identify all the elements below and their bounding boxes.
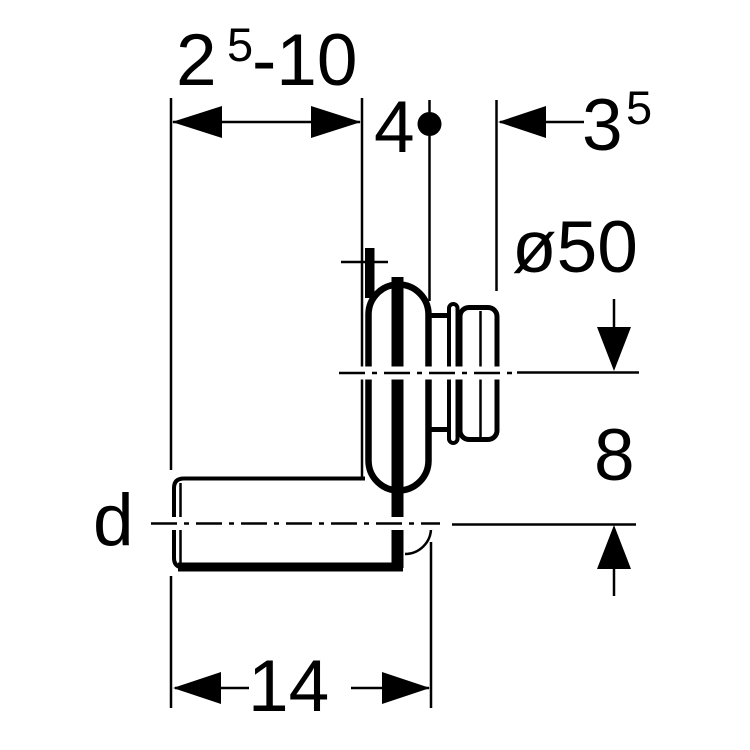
arrowhead-14-right xyxy=(382,672,430,704)
dimension-labels: 2 5 -10 4 3 5 ø50 8 d 14 xyxy=(93,18,652,727)
centerlines xyxy=(151,371,639,526)
dim-d-label: d xyxy=(93,480,134,561)
arrowhead-right-top-span xyxy=(311,106,361,138)
arrowhead-35 xyxy=(498,106,546,138)
dim-top-span-suffix-label: -10 xyxy=(252,20,358,101)
dim-diameter-50-label: ø50 xyxy=(512,207,638,288)
internal-baffle xyxy=(391,277,404,568)
dim-top-span-main-label: 2 xyxy=(176,20,217,101)
elbow-curve xyxy=(404,527,433,556)
cross-mark-vertical xyxy=(365,248,375,298)
arrowhead-14-left xyxy=(173,672,221,704)
arrowheads xyxy=(172,106,631,704)
dim-35-main-label: 3 xyxy=(582,85,623,166)
dimension-dot xyxy=(417,112,442,136)
fitting-geometry xyxy=(172,98,500,572)
dim-35-superscript: 5 xyxy=(626,81,652,134)
dim-4-label: 4 xyxy=(374,87,415,168)
arrowhead-left-top-span xyxy=(172,106,222,138)
dim-8-label: 8 xyxy=(594,415,635,496)
dim-14-label: 14 xyxy=(248,646,329,727)
dim-top-span-superscript: 5 xyxy=(227,18,253,71)
arrowhead-8-up xyxy=(597,525,631,569)
arrowhead-8-down xyxy=(597,327,631,371)
